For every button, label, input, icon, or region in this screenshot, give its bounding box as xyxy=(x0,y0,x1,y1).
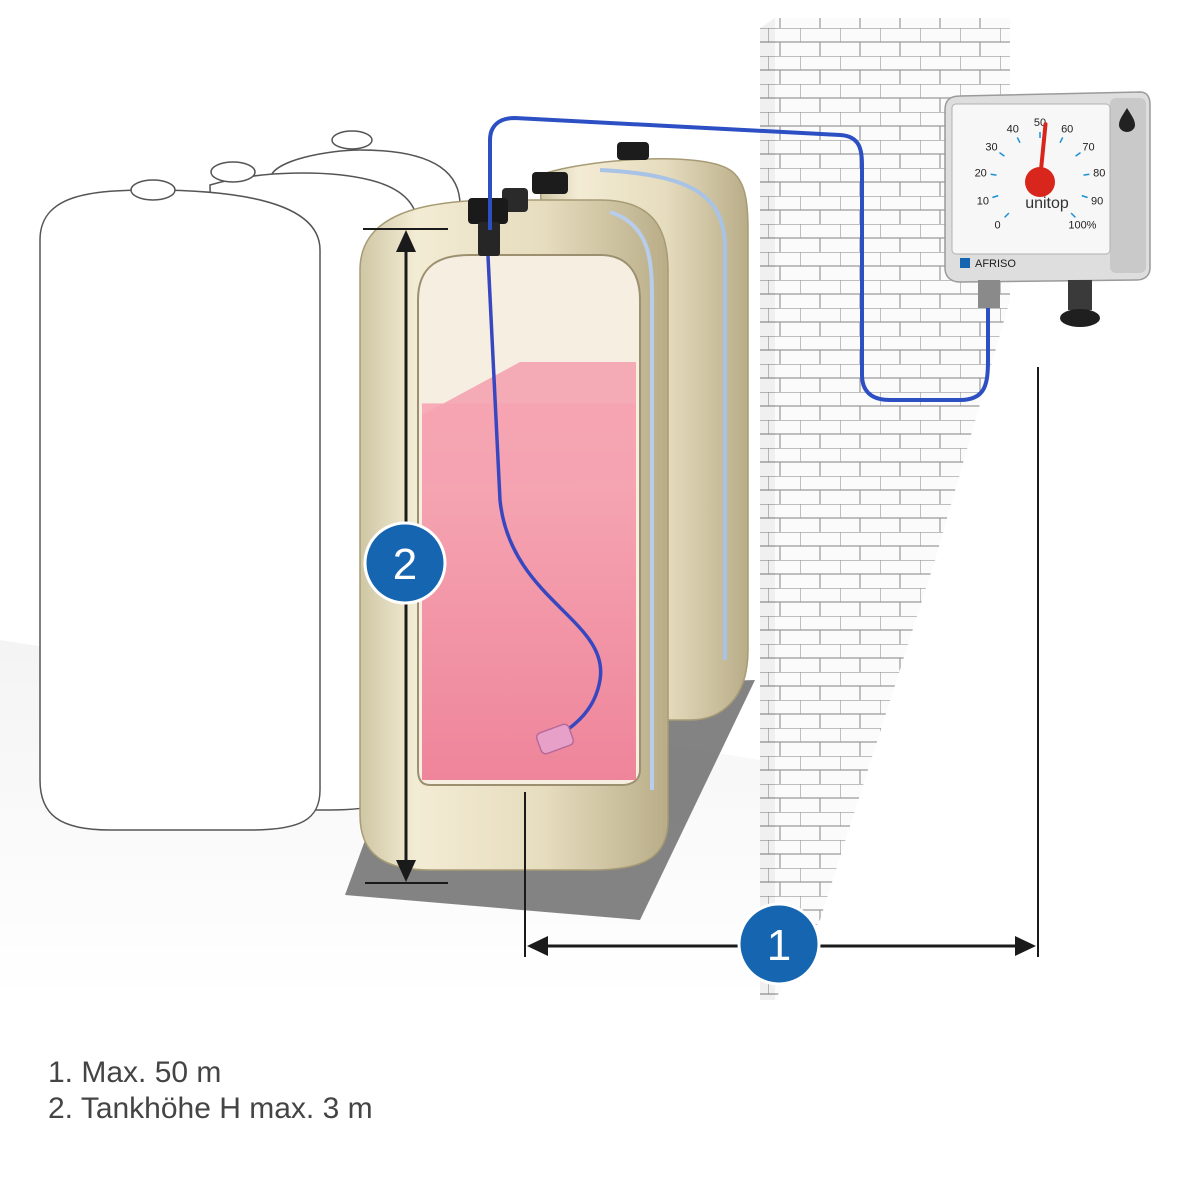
gauge-tick-label: 0 xyxy=(995,219,1001,231)
gauge-hub xyxy=(1025,167,1055,197)
gauge-port-left xyxy=(978,280,1000,308)
level-gauge: 0 10 20 30 40 50 60 70 80 90 100% unitop AFRISO xyxy=(944,91,1151,327)
gauge-brand-label: AFRISO xyxy=(975,258,1016,270)
gauge-tick-mark xyxy=(1081,194,1088,199)
gauge-tick-label: 90 xyxy=(1091,196,1103,208)
gauge-tick-label: 100% xyxy=(1068,219,1096,231)
gauge-tick-label: 70 xyxy=(1082,142,1094,154)
brick-wall-side xyxy=(760,18,775,1000)
gauge-tick-mark xyxy=(1070,212,1076,218)
liquid-surface xyxy=(422,362,636,485)
sensor-probe xyxy=(535,723,575,755)
legend-item-2: 2. Tankhöhe H max. 3 m xyxy=(48,1092,373,1125)
brand-logo-box xyxy=(960,258,970,268)
gauge-tick-label: 60 xyxy=(1061,124,1073,136)
gauge-tick-label: 80 xyxy=(1093,168,1105,180)
hose xyxy=(488,115,990,402)
tank-seam xyxy=(599,168,727,660)
gauge-tick-mark xyxy=(992,194,999,199)
gauge-tick-mark xyxy=(1059,137,1064,144)
drop-icon xyxy=(1119,108,1135,132)
marker-1: 1 xyxy=(737,902,821,986)
gauge-tick-mark xyxy=(990,173,997,176)
gauge-scale: 0 10 20 30 40 50 60 70 80 90 100% xyxy=(975,117,1106,231)
gauge-tick-label: 20 xyxy=(975,168,987,180)
gauge-tick-mark xyxy=(1004,212,1010,218)
gauge-port-right xyxy=(1068,280,1092,310)
gauge-tick-label: 40 xyxy=(1007,124,1019,136)
tank-edge xyxy=(609,210,654,790)
gauge-tick-label: 50 xyxy=(1034,117,1046,129)
marker-2: 2 xyxy=(363,521,447,605)
gauge-product-label: unitop xyxy=(1025,195,1069,212)
marker-2-label: 2 xyxy=(393,540,417,589)
gauge-tick-label: 10 xyxy=(977,196,989,208)
legend: 1. Max. 50 m 2. Tankhöhe H max. 3 m xyxy=(48,1055,373,1127)
tank-caps xyxy=(468,142,649,256)
marker-1-label: 1 xyxy=(767,921,791,970)
gauge-tick-mark xyxy=(1083,173,1090,176)
gauge-tick-label: 30 xyxy=(985,142,997,154)
gauge-tick-mark xyxy=(1016,137,1021,144)
gauge-tick-mark xyxy=(1075,151,1081,157)
legend-item-1: 1. Max. 50 m xyxy=(48,1056,222,1089)
sensor-tube xyxy=(486,255,603,737)
gauge-tick-mark xyxy=(999,151,1005,157)
gauge-foot xyxy=(1060,309,1100,327)
